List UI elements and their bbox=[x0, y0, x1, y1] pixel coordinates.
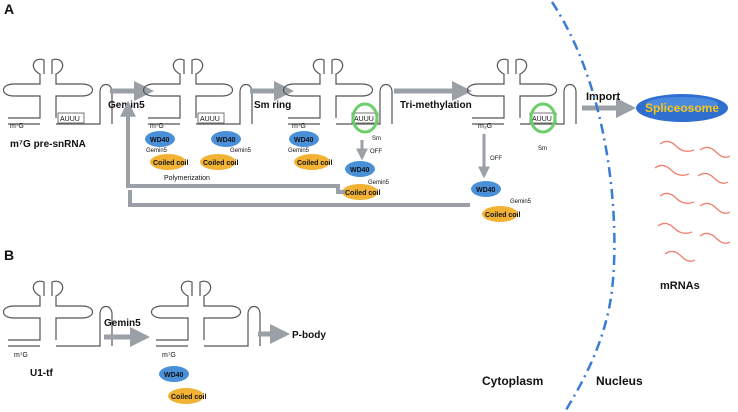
recycle-arrow-1 bbox=[120, 100, 345, 194]
gemin5-free-label-4: Gemin5 bbox=[510, 199, 532, 205]
substrate-label: m⁷G pre-snRNA bbox=[10, 139, 86, 150]
gemin5-free-label-3: Gemin5 bbox=[368, 180, 390, 186]
sm-site-1: AUUU bbox=[60, 116, 80, 123]
cap-label-3: m⁷G bbox=[292, 123, 306, 130]
wd40-domain-2a bbox=[145, 131, 175, 147]
spliceosome-label: Spliceosome bbox=[645, 101, 719, 115]
gemin5-label-2b: Gemin5 bbox=[230, 148, 252, 154]
rna-structure-b2 bbox=[150, 280, 261, 347]
coiled-free-3 bbox=[342, 184, 378, 200]
wd40-free-label-4: WD40 bbox=[476, 187, 496, 194]
step-label-sm-ring: Sm ring bbox=[254, 100, 291, 111]
off-label-3: OFF bbox=[370, 149, 382, 155]
wd40-label-3: WD40 bbox=[294, 137, 314, 144]
wd40-free-4 bbox=[471, 181, 501, 197]
sm-site-4: AUUU bbox=[532, 116, 552, 123]
coiled-label-3: Coiled coil bbox=[297, 160, 332, 167]
coiled-label-2b: Coiled coil bbox=[203, 160, 238, 167]
sm-ring-4 bbox=[529, 102, 557, 134]
coiled-coil-b bbox=[168, 388, 204, 404]
sm-site-3: AUUU bbox=[354, 116, 374, 123]
coiled-label-2a: Coiled coil bbox=[153, 160, 188, 167]
sm-ring-3 bbox=[351, 102, 379, 134]
cap-label-4: m₃G bbox=[478, 123, 492, 130]
cytoplasm-label: Cytoplasm bbox=[482, 374, 543, 388]
nucleus-label: Nucleus bbox=[596, 374, 643, 388]
gemin5-label-3: Gemin5 bbox=[288, 148, 310, 154]
coiled-coil-2b bbox=[200, 154, 236, 170]
sm-label-3: Sm bbox=[372, 136, 381, 142]
cap-label-2: m⁷G bbox=[150, 123, 164, 130]
polymerization-label: Polymerization bbox=[164, 175, 210, 182]
rna-structure-b1 bbox=[2, 280, 113, 347]
sm-site-2: AUUU bbox=[200, 116, 220, 123]
wd40-free-3 bbox=[345, 161, 375, 177]
coiled-coil-3 bbox=[294, 154, 330, 170]
coiled-free-label-3: Coiled coil bbox=[345, 190, 380, 197]
panel-label-a: A bbox=[4, 1, 14, 17]
sm-site-box-2 bbox=[197, 112, 225, 124]
panel-label-b: B bbox=[4, 247, 14, 263]
step-label-tri-methylation: Tri-methylation bbox=[400, 100, 472, 111]
substrate-label-b: U1-tf bbox=[30, 368, 53, 379]
sm-label-4: Sm bbox=[538, 146, 547, 152]
wd40-label-2a: WD40 bbox=[150, 137, 170, 144]
nuclear-membrane bbox=[550, 1, 616, 411]
coiled-label-b: Coiled coil bbox=[171, 394, 206, 401]
pbody-label: P-body bbox=[292, 330, 326, 341]
import-label: Import bbox=[586, 91, 621, 103]
rna-structure-4 bbox=[466, 58, 577, 125]
wd40-free-label-3: WD40 bbox=[350, 167, 370, 174]
spliceosome-highlight bbox=[646, 97, 718, 111]
coiled-coil-2a bbox=[150, 154, 186, 170]
gemin5-label-2a: Gemin5 bbox=[146, 148, 168, 154]
wd40-label-2b: WD40 bbox=[216, 137, 236, 144]
mrna-squiggles bbox=[654, 140, 731, 262]
coiled-free-4 bbox=[482, 206, 518, 222]
wd40-label-b: WD40 bbox=[164, 372, 184, 379]
step-label-b: Gemin5 bbox=[104, 318, 141, 329]
cap-label-1: m⁷G bbox=[10, 123, 24, 130]
recycle-arrow-2 bbox=[128, 190, 470, 207]
cap-label-b1: m⁷G bbox=[14, 352, 28, 359]
wd40-b bbox=[159, 366, 189, 382]
wd40-domain-2b bbox=[211, 131, 241, 147]
cap-label-b2: m⁷G bbox=[162, 352, 176, 359]
coiled-free-label-4: Coiled coil bbox=[485, 212, 520, 219]
mrnas-label: mRNAs bbox=[660, 280, 700, 292]
off-label-4: OFF bbox=[490, 156, 502, 162]
sm-site-box-1 bbox=[57, 112, 85, 124]
wd40-domain-3 bbox=[289, 131, 319, 147]
